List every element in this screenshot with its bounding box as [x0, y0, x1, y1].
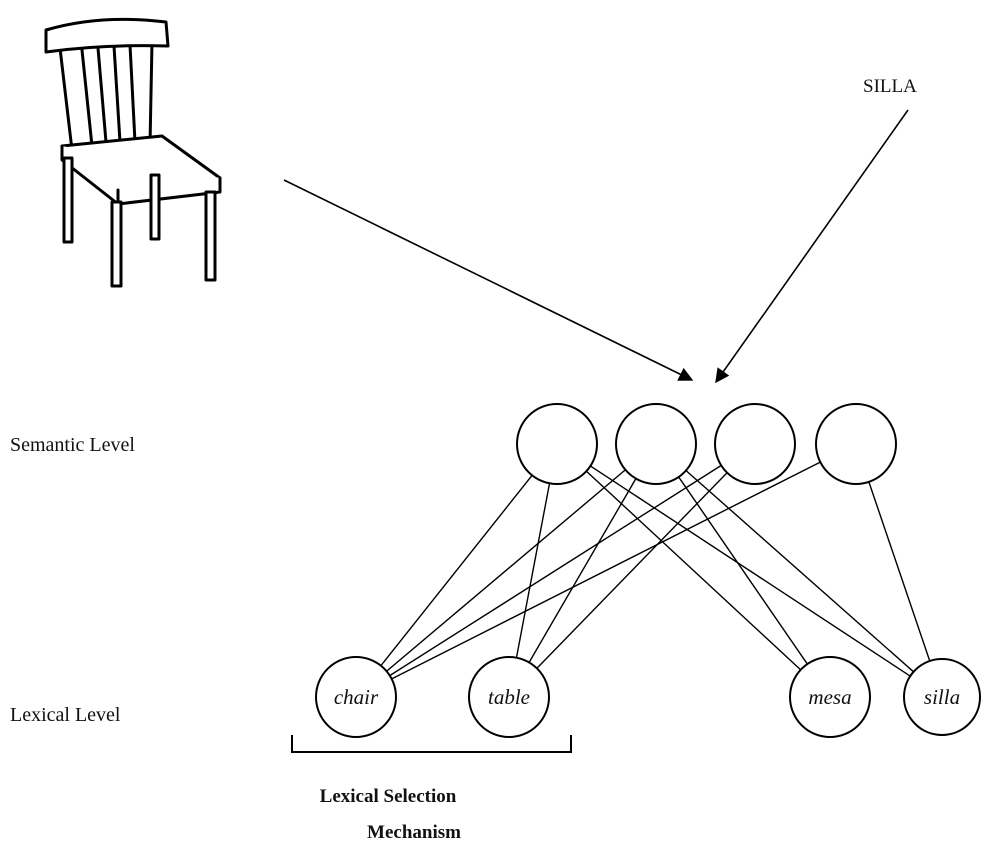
semantic-level-label: Semantic Level — [10, 434, 135, 456]
lexical-label-chair: chair — [334, 685, 379, 709]
connection-s2-chair — [385, 468, 627, 673]
chair-icon — [44, 17, 222, 288]
lexical-node-table — [468, 656, 550, 738]
lexical-label-silla: silla — [924, 685, 960, 709]
cue-word-silla: SILLA — [863, 76, 917, 97]
connection-s1-table — [515, 482, 551, 659]
semantic-node — [815, 403, 897, 485]
lexical-node-silla — [903, 658, 981, 736]
connection-s2-table — [528, 477, 637, 664]
connection-s2-silla — [684, 469, 915, 673]
lexical-label-mesa: mesa — [808, 685, 851, 709]
connection-s2-mesa — [677, 475, 809, 666]
semantic-node — [516, 403, 598, 485]
lexical-nodes: chair table mesa silla — [315, 656, 981, 738]
connection-s4-silla — [867, 480, 931, 662]
connection-s3-chair — [388, 464, 723, 677]
connection-s3-table — [535, 471, 729, 670]
connection-lines — [379, 461, 931, 680]
semantic-nodes — [516, 403, 897, 485]
mechanism-caption-line1: Lexical Selection — [320, 786, 457, 807]
lexical-node-mesa — [789, 656, 871, 738]
picture-to-semantic-arrow — [283, 179, 694, 381]
connection-s1-chair — [379, 474, 534, 667]
lexical-level-label: Lexical Level — [10, 704, 121, 726]
semantic-node — [615, 403, 697, 485]
connection-s4-chair — [390, 461, 822, 680]
lexical-label-table: table — [488, 685, 530, 709]
selection-bracket — [291, 735, 572, 753]
mechanism-caption-line2: Mechanism — [367, 822, 461, 843]
semantic-node — [714, 403, 796, 485]
connection-s1-silla — [589, 464, 912, 678]
connection-s1-mesa — [585, 470, 802, 671]
word-to-semantic-arrow — [715, 109, 909, 384]
lexical-node-chair — [315, 656, 397, 738]
